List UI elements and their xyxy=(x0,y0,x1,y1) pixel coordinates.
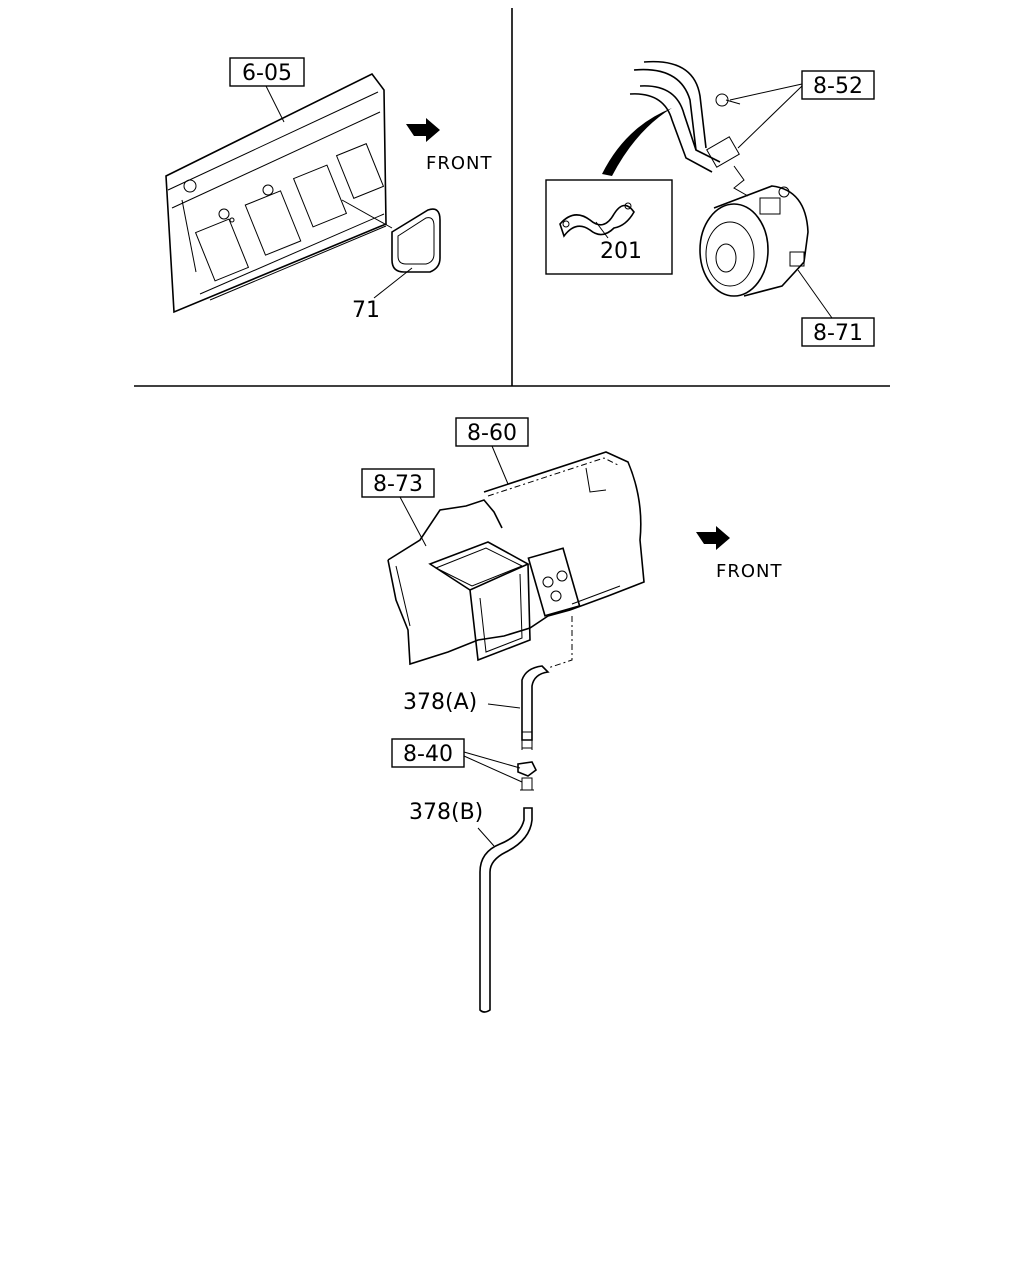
ref-8-40-label: 8-40 xyxy=(403,742,453,767)
clip-8-40 xyxy=(517,761,538,791)
ref-8-71-label: 8-71 xyxy=(813,321,863,346)
compressor xyxy=(699,185,809,297)
dash-panel-illustration xyxy=(165,72,393,314)
ref-8-73-label: 8-73 xyxy=(373,472,423,497)
front-label-top: FRONT xyxy=(426,153,493,174)
front-label-bottom: FRONT xyxy=(716,561,783,582)
hvac-unit xyxy=(387,451,645,666)
drain-hose-378b xyxy=(479,807,533,1013)
leader-378b xyxy=(477,827,495,847)
part-378b-label: 378(B) xyxy=(409,800,483,825)
ref-box-8-40: 8-40 xyxy=(391,738,465,768)
front-arrow-top xyxy=(406,118,440,142)
part-201-label: 201 xyxy=(600,239,642,264)
ref-box-8-60: 8-60 xyxy=(455,417,529,447)
leader-378a xyxy=(487,703,521,709)
part-71-label: 71 xyxy=(352,298,380,323)
leader-8-40-a xyxy=(463,751,521,769)
inset-pointer xyxy=(602,108,672,176)
leader-8-52-a xyxy=(729,83,803,101)
gasket-inset: 201 xyxy=(545,179,673,275)
hose-assembly xyxy=(629,60,749,197)
ref-box-8-73: 8-73 xyxy=(361,468,435,498)
ref-8-60-label: 8-60 xyxy=(467,421,517,446)
panel-dividers xyxy=(134,8,890,387)
grommet-71 xyxy=(391,208,441,273)
leader-8-60 xyxy=(491,445,509,485)
leader-8-52-b xyxy=(737,85,803,149)
drain-hose-378a xyxy=(521,616,573,750)
ref-box-8-71: 8-71 xyxy=(801,317,875,347)
ref-box-8-52: 8-52 xyxy=(801,70,875,100)
leader-8-73 xyxy=(399,496,427,547)
ref-8-52-label: 8-52 xyxy=(813,74,863,99)
leader-8-40-b xyxy=(463,755,523,783)
ref-6-05-label: 6-05 xyxy=(242,61,292,86)
front-arrow-bottom xyxy=(696,526,730,550)
leader-71 xyxy=(373,267,413,299)
part-378a-label: 378(A) xyxy=(403,690,477,715)
ref-box-6-05: 6-05 xyxy=(229,57,305,87)
leader-6-05 xyxy=(265,85,285,123)
leader-8-71 xyxy=(797,269,833,319)
